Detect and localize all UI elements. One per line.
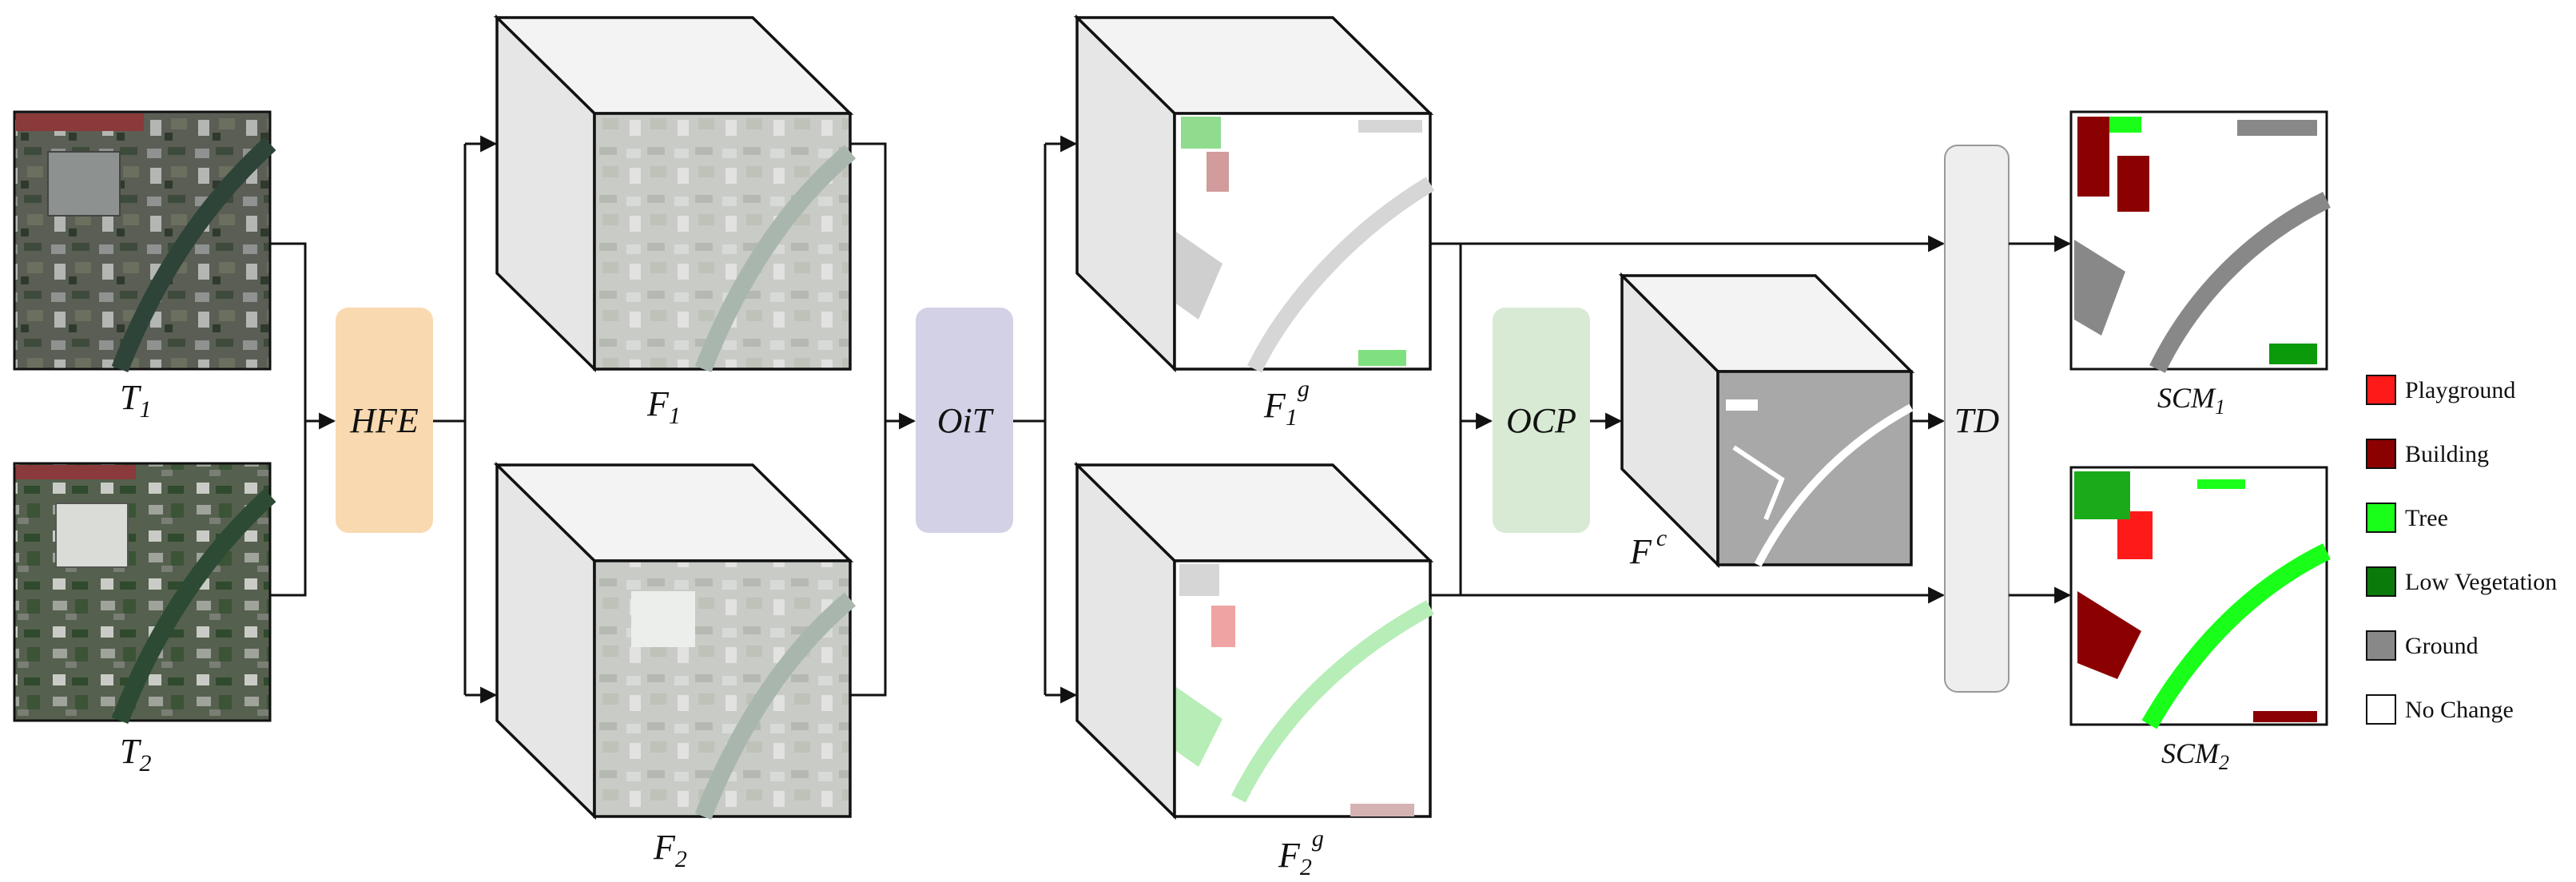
svg-text:HFE: HFE bbox=[349, 401, 419, 440]
legend-label-low-vegetation: Low Vegetation bbox=[2405, 569, 2557, 595]
cube-f2 bbox=[493, 461, 857, 820]
output-scm2 bbox=[2069, 466, 2331, 729]
connector-graph-features bbox=[1430, 235, 1946, 604]
legend-label-no-change: No Change bbox=[2405, 697, 2514, 723]
svg-text:OCP: OCP bbox=[1506, 401, 1576, 440]
legend-swatch-ground bbox=[2366, 630, 2396, 661]
cube-f1 bbox=[493, 14, 857, 373]
legend-swatch-tree bbox=[2366, 503, 2396, 533]
label-scm2: SCM2 bbox=[2161, 737, 2229, 774]
connector-td-to-outputs bbox=[2009, 235, 2072, 604]
connector-oit-to-graph-features bbox=[1013, 135, 1078, 704]
legend-swatch-playground bbox=[2366, 375, 2396, 405]
input-image-t2 bbox=[13, 462, 276, 725]
module-hfe: HFE bbox=[336, 308, 433, 533]
legend-label-building: Building bbox=[2405, 441, 2489, 467]
legend-label-ground: Ground bbox=[2405, 633, 2479, 659]
cube-f1g bbox=[1073, 14, 1435, 373]
label-f2: F2 bbox=[653, 828, 687, 872]
cube-f2g bbox=[1073, 461, 1434, 820]
svg-text:TD: TD bbox=[1954, 401, 1999, 440]
cube-fc bbox=[1618, 272, 1915, 569]
legend-label-playground: Playground bbox=[2405, 377, 2515, 403]
connector-features-to-oit bbox=[850, 142, 916, 697]
legend-swatch-no-change bbox=[2366, 694, 2396, 725]
module-td: TD bbox=[1944, 145, 2010, 693]
label-t1: T1 bbox=[120, 378, 151, 423]
input-image-t1 bbox=[13, 110, 276, 373]
output-scm1 bbox=[2069, 110, 2331, 373]
svg-text:OiT: OiT bbox=[937, 401, 995, 440]
module-ocp: OCP bbox=[1493, 308, 1590, 533]
module-oit: OiT bbox=[916, 308, 1013, 533]
label-t2: T2 bbox=[120, 732, 151, 777]
connector-inputs-to-hfe bbox=[270, 242, 336, 597]
legend-swatch-building bbox=[2366, 439, 2396, 469]
label-f1g: F1g bbox=[1263, 375, 1310, 431]
label-f2g: F2g bbox=[1278, 825, 1324, 880]
label-scm1: SCM1 bbox=[2157, 382, 2225, 419]
legend-swatch-low-vegetation bbox=[2366, 566, 2396, 597]
label-f1: F1 bbox=[646, 384, 681, 429]
legend-label-tree: Tree bbox=[2405, 505, 2448, 531]
connector-hfe-to-features bbox=[433, 135, 498, 704]
